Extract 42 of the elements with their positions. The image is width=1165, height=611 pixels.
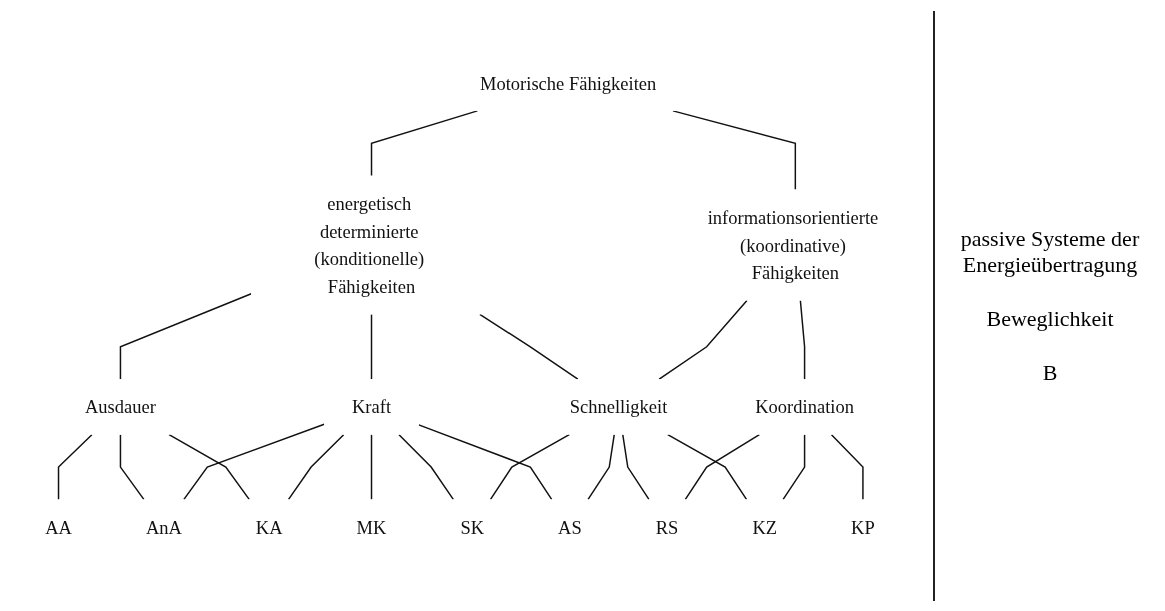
node-text: Motorische Fähigkeiten [480,73,657,94]
connector [57,434,93,501]
connector [684,434,761,501]
hierarchy-diagram: Motorische Fähigkeiten energetisch determinierte (konditionelle) Fähigkeiten informationsorientierte (koordinative) Fähigkeiten Ausdauer Kraft Schnelligkeit Koordination AA AnA KA MK SK AS RS KZ KP [10,48,923,563]
connector [489,434,570,501]
node-text: KA [255,517,283,538]
connector [370,434,373,501]
connector [830,434,864,501]
side-label: passive Systeme der Energieübertragung [959,225,1141,278]
node-text: Koordination [755,397,854,418]
connector [287,434,345,501]
connector [622,434,650,501]
connector [418,424,553,501]
connector [587,434,615,501]
connector [667,434,748,501]
node-text: AnA [145,517,182,538]
connector [799,300,806,381]
node-text: energetisch determinierte (konditionelle) Fähigkeiten [314,193,425,298]
connector [479,314,579,381]
node-text: MK [356,517,387,538]
node-text: Kraft [352,397,392,418]
side-label: B [1042,359,1058,386]
node-text: Ausdauer [85,397,156,418]
connector [658,300,748,381]
connector [183,423,325,501]
connector [370,314,373,381]
node-text: RS [655,517,679,538]
connector [119,434,145,501]
side-label: Beweglichkeit [986,305,1114,332]
connector [119,293,252,381]
node-text: SK [460,517,485,538]
node-text: informationsorientierte (koordinative) Fähigkeiten [707,207,879,284]
node-text: AS [558,517,582,538]
connector [782,434,806,501]
connector [398,434,454,501]
connector [168,434,250,501]
connector [672,110,797,191]
node-text: KP [851,517,875,538]
node-text: KZ [752,517,778,538]
node-text: AA [45,517,72,538]
node-text: Schnelligkeit [569,397,668,418]
connector [370,110,479,177]
